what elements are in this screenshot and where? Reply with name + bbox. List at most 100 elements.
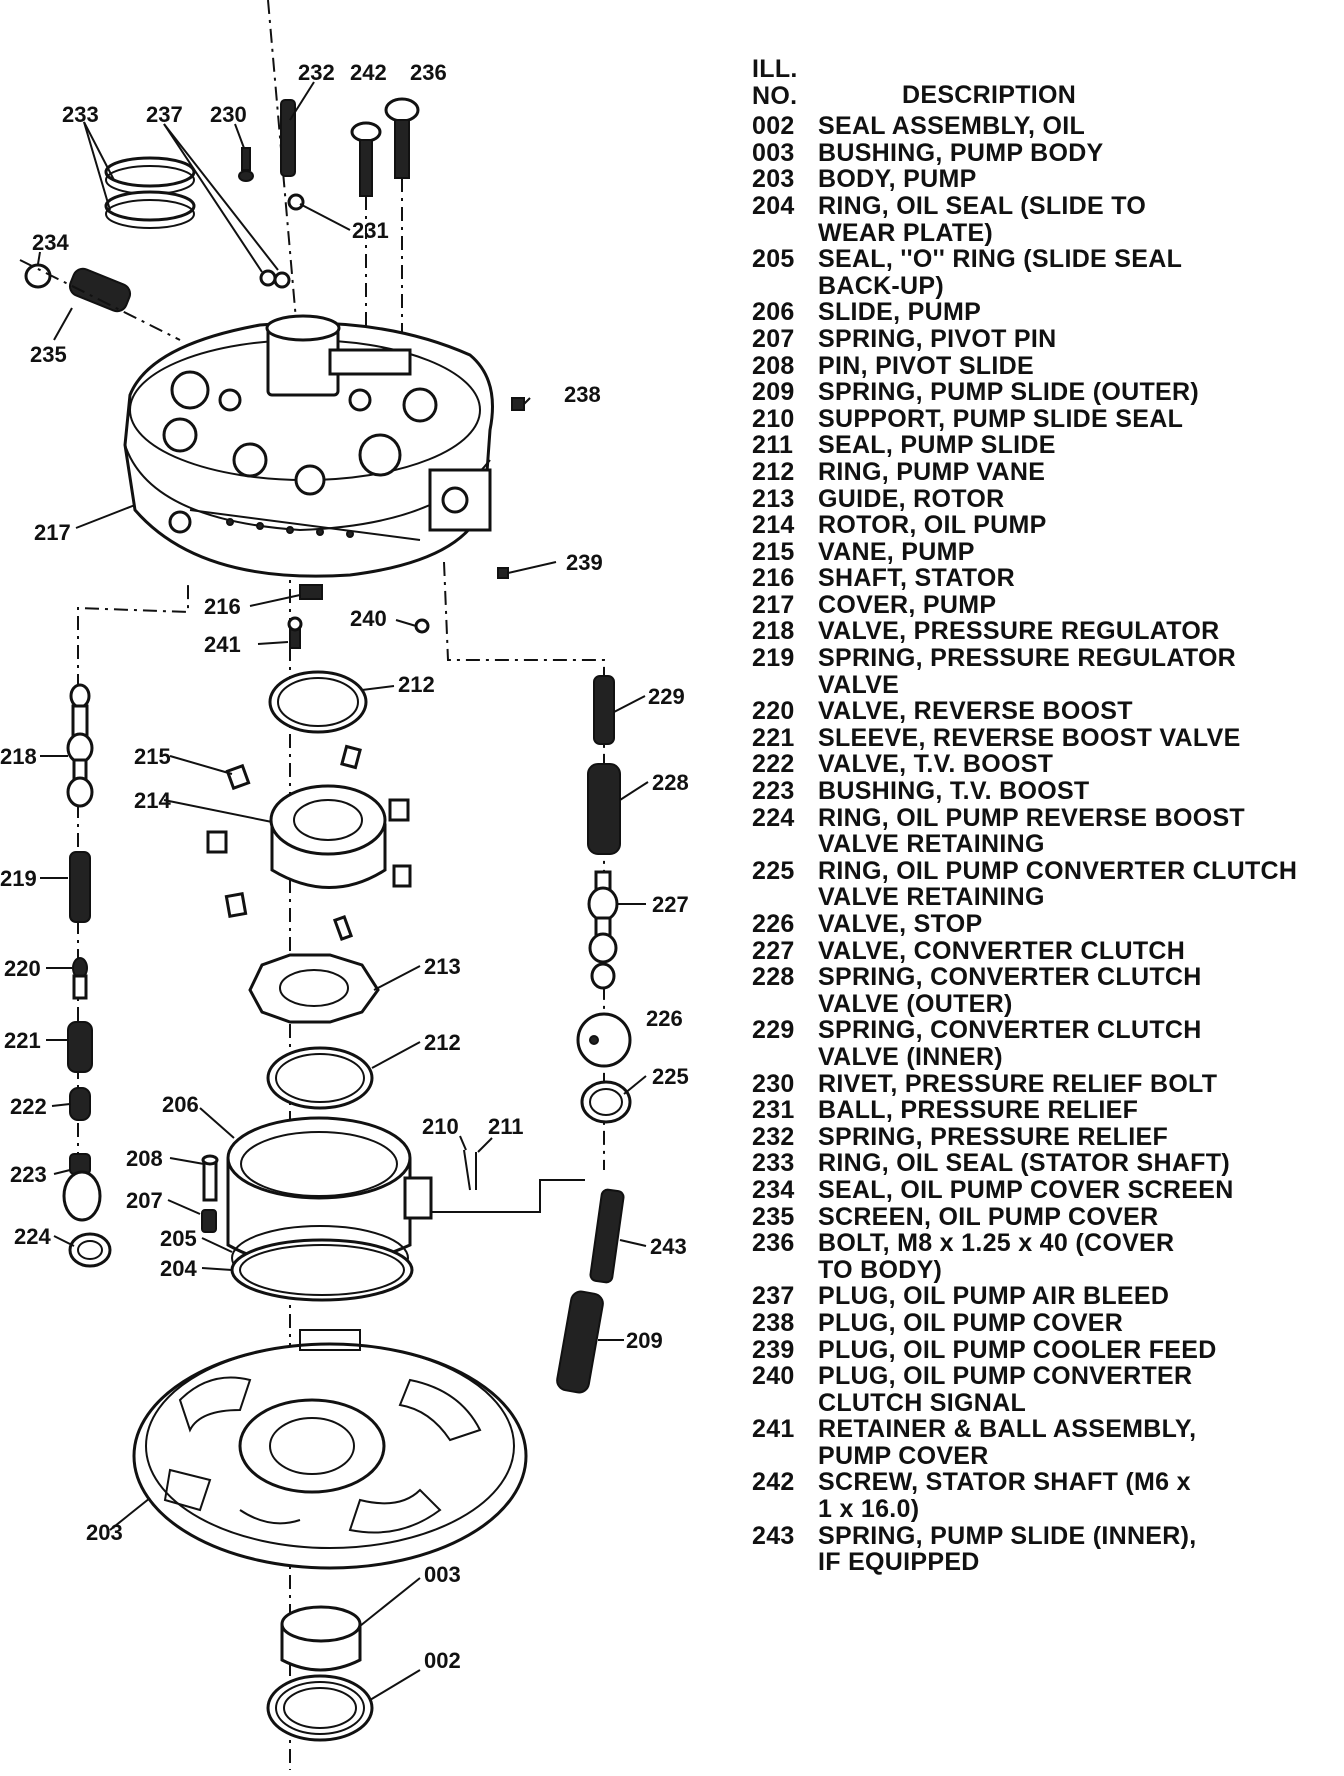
part-238-cover-plug	[511, 397, 525, 411]
part-206-pump-slide	[226, 1116, 585, 1269]
part-description: BUSHING, PUMP BODY	[818, 138, 1104, 167]
part-241-retainer-ball	[287, 616, 303, 649]
callout-232: 232	[298, 60, 335, 85]
part-description: RING, OIL SEAL (SLIDE TO WEAR PLATE)	[818, 191, 1147, 247]
part-description: SEAL ASSEMBLY, OIL	[818, 112, 1086, 141]
legend-row: 206 SLIDE, PUMP	[752, 299, 1332, 326]
callout-230: 230	[210, 102, 247, 127]
legend-row: 003 BUSHING, PUMP BODY	[752, 140, 1332, 167]
part-003-body-bushing	[280, 1605, 362, 1672]
leader-lines	[37, 81, 649, 1701]
callout-217: 217	[34, 520, 71, 545]
part-number: 002	[752, 112, 795, 141]
part-217-pump-cover	[123, 314, 494, 578]
part-number: 241	[752, 1415, 795, 1444]
part-description: PLUG, OIL PUMP COOLER FEED	[818, 1335, 1217, 1364]
top-axis	[267, 0, 297, 321]
part-number: 235	[752, 1202, 795, 1231]
callout-labels: 232 242 236 233 237 230 231 234 235 238 …	[0, 60, 689, 1673]
callout-222: 222	[10, 1094, 47, 1119]
callout-226: 226	[646, 1006, 683, 1031]
part-243-inner-slide-spring	[589, 1188, 625, 1284]
part-description: RING, OIL PUMP REVERSE BOOST VALVE RETAI…	[818, 803, 1245, 859]
part-number: 229	[752, 1016, 795, 1045]
callout-208: 208	[126, 1146, 163, 1171]
part-204-oil-seal-ring	[230, 1238, 414, 1302]
part-description: VALVE, CONVERTER CLUTCH	[818, 936, 1186, 965]
part-number: 211	[752, 431, 794, 460]
part-number: 243	[752, 1521, 795, 1550]
part-233-oil-seal-rings	[104, 156, 196, 229]
part-226-stop-valve	[576, 1012, 632, 1068]
part-description: GUIDE, ROTOR	[818, 484, 1005, 513]
callout-238: 238	[564, 382, 601, 407]
part-number: 221	[752, 723, 795, 752]
callout-210: 210	[422, 1114, 459, 1139]
part-description: RETAINER & BALL ASSEMBLY, PUMP COVER	[818, 1415, 1197, 1470]
part-description: COVER, PUMP	[818, 590, 997, 619]
callout-221: 221	[4, 1028, 41, 1053]
part-number: 239	[752, 1335, 795, 1364]
part-number: 003	[752, 138, 795, 167]
callout-224: 224	[14, 1224, 51, 1249]
part-number: 215	[752, 537, 795, 566]
part-description: RIVET, PRESSURE RELIEF BOLT	[818, 1069, 1218, 1098]
part-description: SLIDE, PUMP	[818, 298, 982, 327]
part-237-air-bleed-plugs	[259, 269, 291, 289]
part-002-oil-seal-assembly	[266, 1674, 374, 1742]
part-description: RING, OIL SEAL (STATOR SHAFT)	[818, 1149, 1230, 1178]
part-number: 238	[752, 1308, 795, 1337]
callout-235: 235	[30, 342, 67, 367]
part-222-tv-boost-valve	[69, 1087, 91, 1121]
part-215-pump-vanes	[206, 744, 412, 942]
legend-row: 233 RING, OIL SEAL (STATOR SHAFT)	[752, 1150, 1332, 1177]
part-number: 233	[752, 1149, 795, 1178]
part-number: 242	[752, 1468, 795, 1497]
callout-220: 220	[4, 956, 41, 981]
part-242-stator-screw	[350, 121, 382, 390]
part-number: 206	[752, 298, 795, 327]
callout-002: 002	[424, 1648, 461, 1673]
part-number: 224	[752, 803, 795, 832]
part-description: SEAL, OIL PUMP COVER SCREEN	[818, 1175, 1234, 1204]
part-description: SPRING, PRESSURE REGULATOR VALVE	[818, 644, 1237, 699]
part-description: ROTOR, OIL PUMP	[818, 511, 1047, 540]
part-description: VALVE, PRESSURE REGULATOR	[818, 617, 1220, 646]
part-218-pressure-regulator-valve	[66, 683, 94, 808]
part-225-retaining-ring	[580, 1080, 632, 1124]
part-description: SUPPORT, PUMP SLIDE SEAL	[818, 404, 1184, 433]
part-number: 204	[752, 191, 795, 220]
part-description: SPRING, PUMP SLIDE (INNER), IF EQUIPPED	[818, 1521, 1197, 1577]
part-229-inner-spring	[593, 675, 615, 745]
part-number: 228	[752, 963, 795, 992]
part-227-converter-clutch-valve	[587, 870, 619, 990]
part-description: VALVE, STOP	[818, 910, 983, 938]
part-number: 218	[752, 617, 795, 646]
part-number: 236	[752, 1229, 795, 1258]
part-description: BALL, PRESSURE RELIEF	[818, 1096, 1139, 1125]
part-description: RING, PUMP VANE	[818, 457, 1046, 486]
part-description: PLUG, OIL PUMP CONVERTER CLUTCH SIGNAL	[818, 1362, 1193, 1417]
legend-header: ILL. NO. DESCRIPTION	[752, 56, 1332, 109]
part-240-signal-plug	[414, 618, 430, 634]
part-212-vane-ring-upper	[268, 670, 368, 734]
part-number: 203	[752, 165, 795, 194]
